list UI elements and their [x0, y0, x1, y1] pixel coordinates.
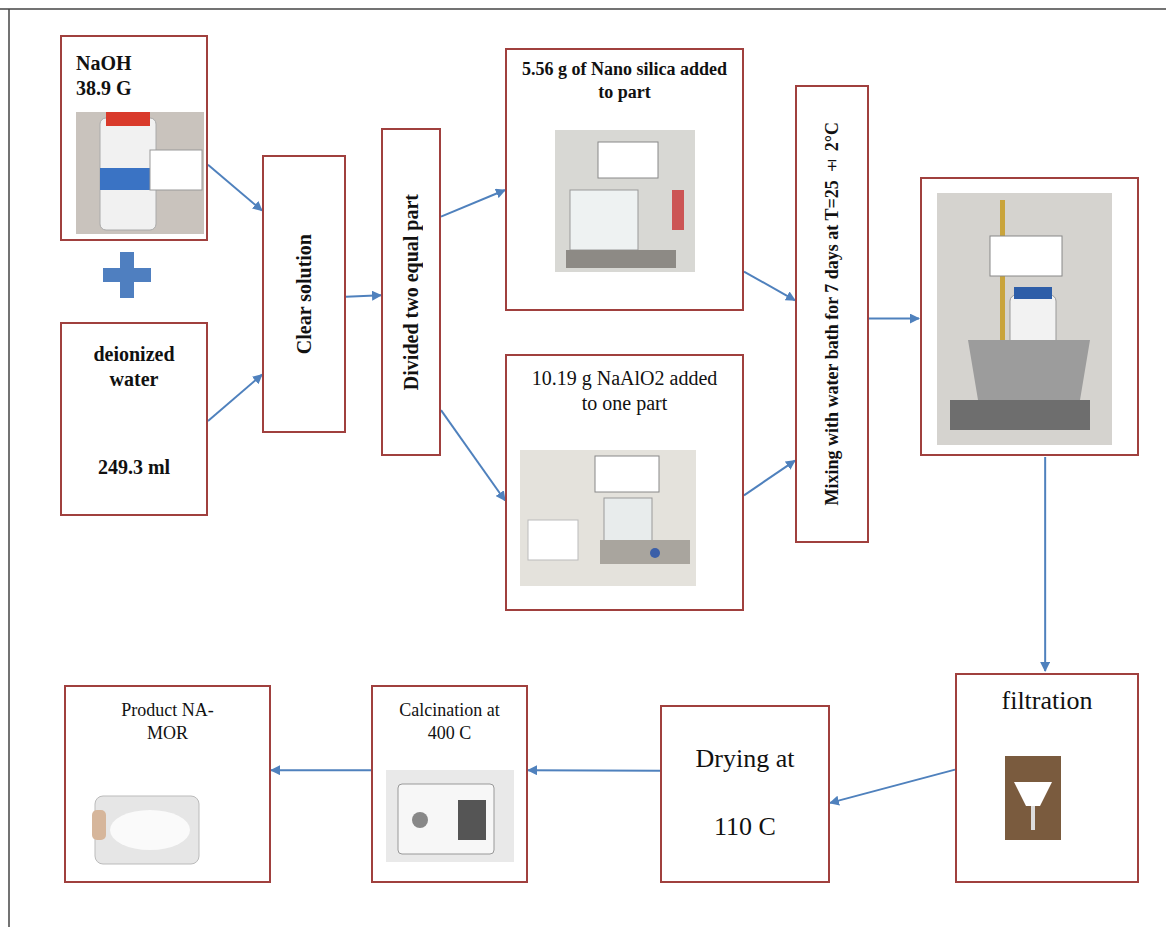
- photo: [555, 130, 695, 272]
- node-label: 10.19 g NaAlO2 added to one part: [525, 366, 725, 416]
- process-box: Divided two equal part: [381, 128, 441, 456]
- process-box: 10.19 g NaAlO2 added to one part: [505, 354, 744, 611]
- reagent-box: NaOH 38.9 G: [60, 35, 208, 241]
- photo: [520, 450, 696, 586]
- process-box: filtration: [955, 673, 1139, 883]
- flow-arrow: [830, 770, 955, 803]
- node-label: Drying at 110 C: [690, 725, 800, 860]
- photo: [386, 770, 514, 862]
- flow-arrow: [441, 410, 505, 500]
- photo: [92, 796, 199, 864]
- frame-line: [0, 8, 1166, 10]
- node-label: Product NA-MOR: [112, 699, 224, 744]
- flow-arrow: [744, 272, 795, 301]
- flow-arrow: [271, 770, 371, 771]
- reagent-box: deionized water 249.3 ml: [60, 322, 208, 516]
- flow-arrow: [869, 319, 1045, 671]
- flow-arrow: [208, 165, 262, 211]
- process-box: Mixing with water bath for 7 days at T=2…: [795, 85, 869, 543]
- node-label: Divided two equal part: [399, 194, 424, 390]
- flow-arrow: [744, 461, 795, 496]
- flow-arrow: [346, 295, 381, 297]
- frame-line: [8, 9, 10, 927]
- process-box: Calcination at 400 C: [371, 685, 528, 883]
- process-box: Clear solution: [262, 155, 346, 433]
- photo-frame: [921, 178, 1138, 455]
- node-label: 5.56 g of Nano silica added to part: [517, 58, 732, 103]
- photo: [1005, 756, 1061, 840]
- node-label: NaOH 38.9 G: [76, 51, 168, 101]
- node-label: 249.3 ml: [98, 455, 170, 480]
- node-label: deionized water: [69, 342, 199, 392]
- node-label: Clear solution: [292, 234, 317, 354]
- node-label: filtration: [1002, 685, 1093, 718]
- flow-arrow: [528, 770, 660, 772]
- plus-sign: [103, 252, 151, 298]
- photo: [76, 112, 204, 234]
- process-box: 5.56 g of Nano silica added to part: [505, 48, 744, 311]
- process-box: Drying at 110 C: [660, 705, 830, 883]
- node-label: Calcination at 400 C: [392, 699, 507, 744]
- node-label: Mixing with water bath for 7 days at T=2…: [821, 122, 844, 505]
- flow-arrow: [441, 190, 505, 217]
- flow-arrow: [208, 375, 262, 421]
- product-box: Product NA-MOR: [64, 685, 271, 883]
